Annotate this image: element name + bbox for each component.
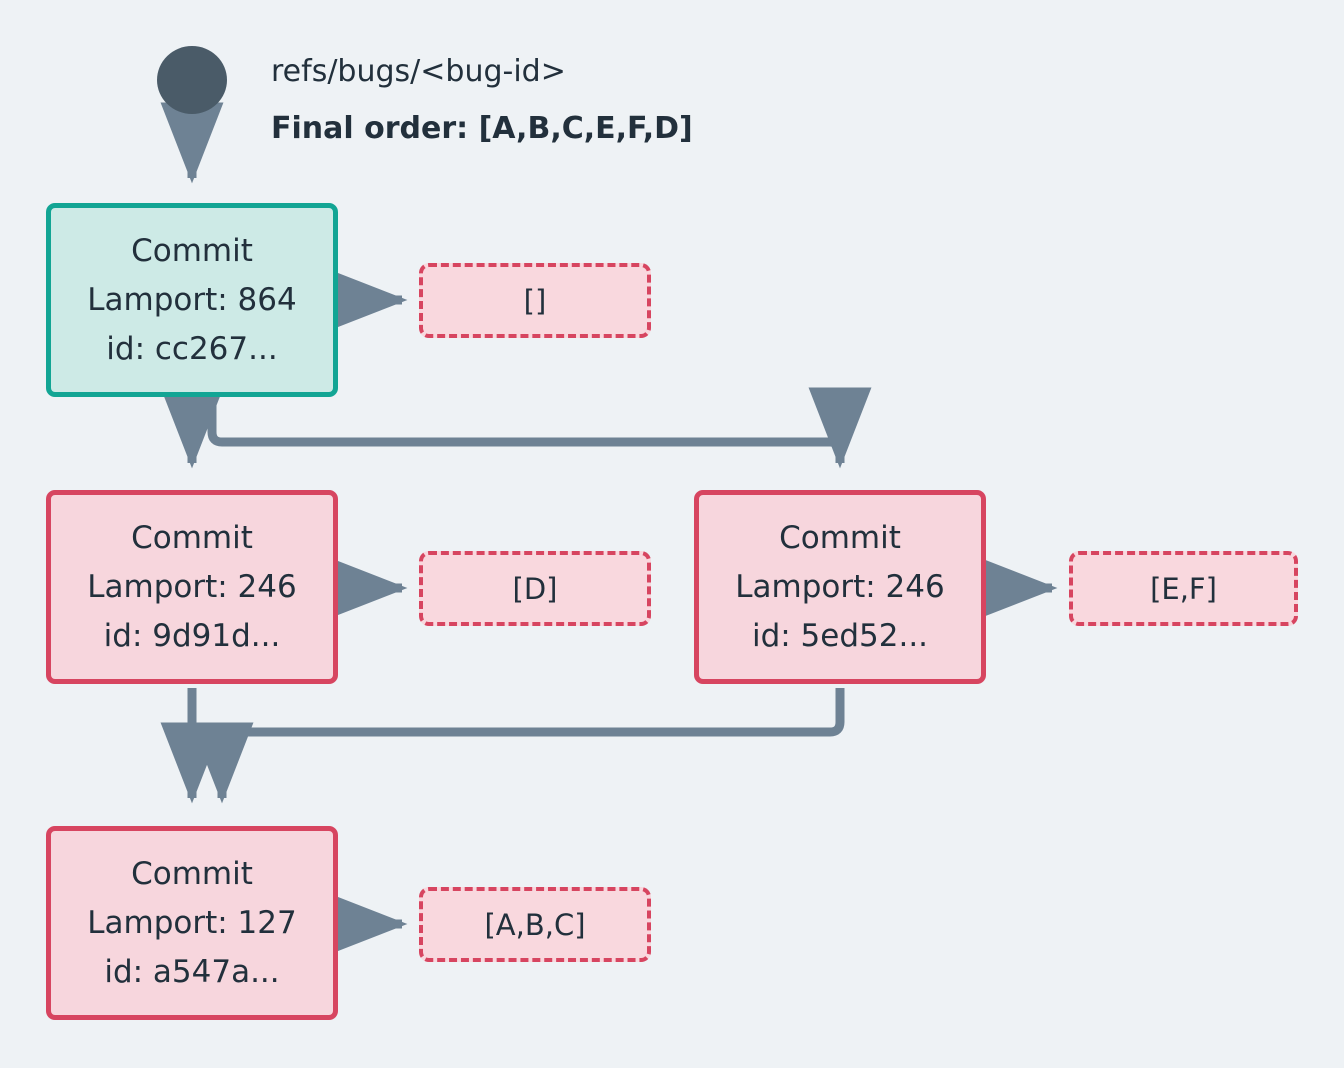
ops-node-5ed52[interactable]: [E,F] bbox=[1069, 551, 1298, 626]
commit-lamport: Lamport: 127 bbox=[87, 904, 297, 941]
commit-title: Commit bbox=[131, 232, 253, 269]
commit-title: Commit bbox=[779, 519, 901, 556]
commit-hash: id: 5ed52... bbox=[751, 617, 929, 654]
commit-title: Commit bbox=[131, 855, 253, 892]
commit-title: Commit bbox=[131, 519, 253, 556]
ops-label: [A,B,C] bbox=[484, 907, 586, 942]
commit-node-9d91d[interactable]: Commit Lamport: 246 id: 9d91d... bbox=[46, 490, 338, 684]
commit-lamport: Lamport: 864 bbox=[87, 281, 297, 318]
commit-node-cc267[interactable]: Commit Lamport: 864 id: cc267... bbox=[46, 203, 338, 397]
ops-label: [E,F] bbox=[1150, 571, 1217, 606]
branch-ref-node[interactable] bbox=[157, 46, 227, 114]
commit-hash: id: cc267... bbox=[106, 330, 278, 367]
commit-node-5ed52[interactable]: Commit Lamport: 246 id: 5ed52... bbox=[694, 490, 986, 684]
commit-hash: id: a547a... bbox=[104, 953, 280, 990]
branch-ref-label: refs/bugs/<bug-id> bbox=[271, 54, 566, 89]
commit-node-a547a[interactable]: Commit Lamport: 127 id: a547a... bbox=[46, 826, 338, 1020]
edge-cc267-to-5ed52 bbox=[207, 387, 872, 469]
ops-node-a547a[interactable]: [A,B,C] bbox=[419, 887, 651, 962]
final-order-label: Final order: [A,B,C,E,F,D] bbox=[271, 111, 693, 146]
ops-node-cc267[interactable]: [] bbox=[419, 263, 651, 338]
commit-lamport: Lamport: 246 bbox=[735, 568, 945, 605]
ops-label: [D] bbox=[512, 571, 558, 606]
edge-5ed52-to-a547a bbox=[190, 688, 845, 804]
ops-node-9d91d[interactable]: [D] bbox=[419, 551, 651, 626]
ops-label: [] bbox=[523, 283, 547, 318]
commit-lamport: Lamport: 246 bbox=[87, 568, 297, 605]
commit-hash: id: 9d91d... bbox=[103, 617, 281, 654]
